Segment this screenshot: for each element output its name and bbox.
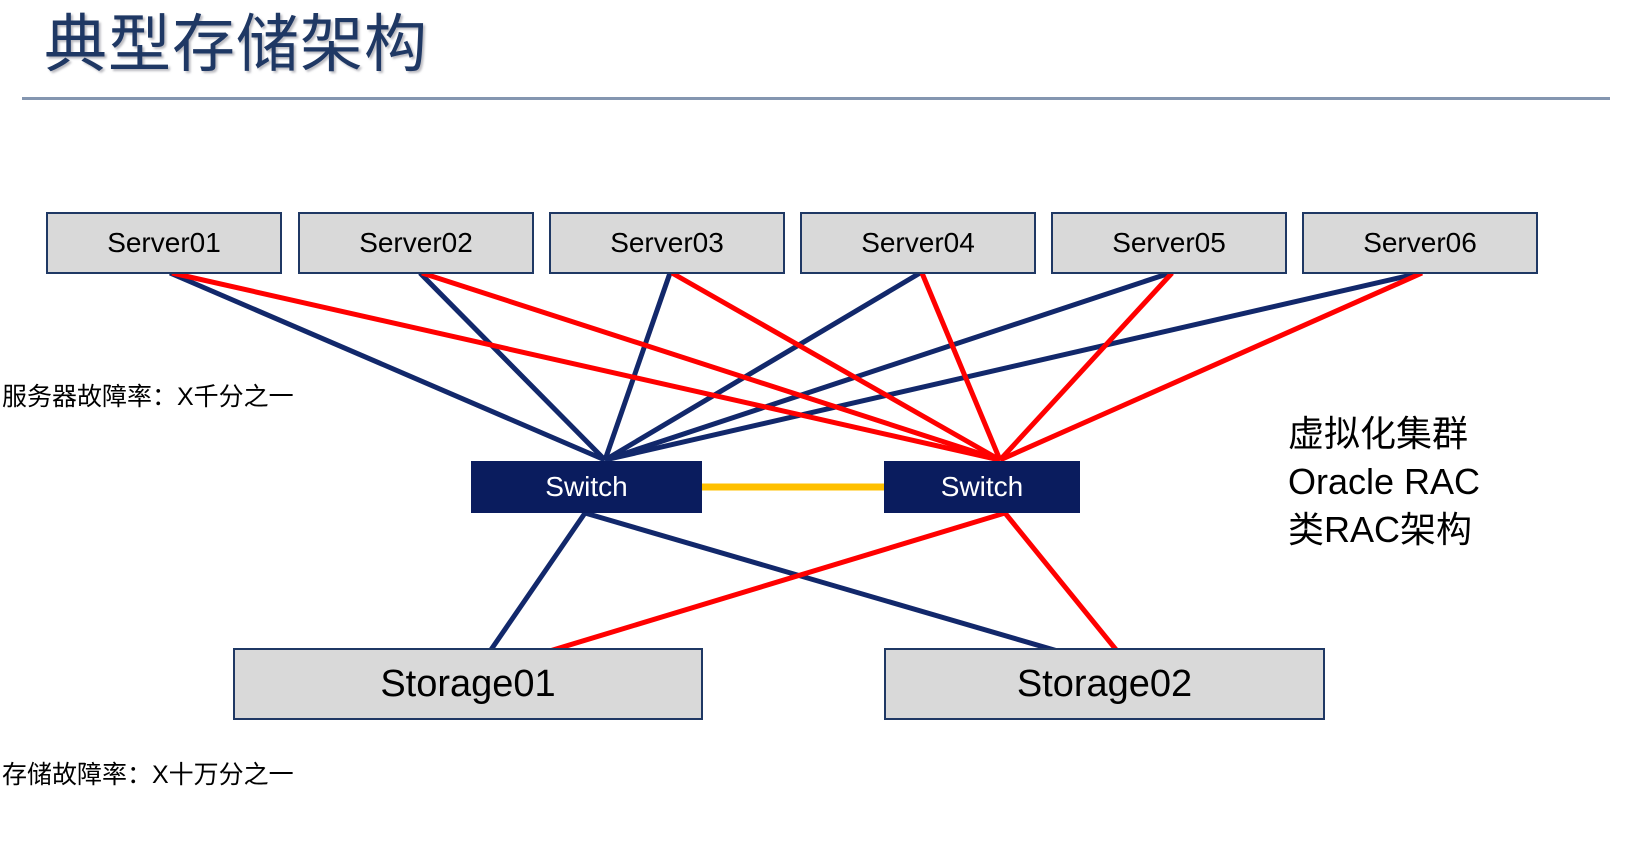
- link-server01-switch01: [169, 270, 606, 463]
- architecture-note-line3: 类RAC架构: [1288, 509, 1473, 550]
- node-storage01[interactable]: Storage01: [233, 648, 703, 720]
- link-switch01-storage02: [584, 510, 1134, 676]
- node-server01[interactable]: Server01: [46, 212, 282, 274]
- node-server06[interactable]: Server06: [1302, 212, 1538, 274]
- node-switch02[interactable]: Switch: [884, 461, 1080, 513]
- node-server03-label: Server03: [610, 227, 724, 258]
- link-switch02-storage01: [476, 510, 1006, 676]
- link-server06-switch01: [604, 270, 1421, 463]
- link-server02-switch02: [421, 270, 1001, 463]
- node-server04-label: Server04: [861, 227, 975, 258]
- link-server03-switch02: [670, 270, 1002, 463]
- node-server02[interactable]: Server02: [298, 212, 534, 274]
- node-server06-label: Server06: [1363, 227, 1477, 258]
- architecture-note-line2: Oracle RAC: [1288, 461, 1481, 502]
- architecture-note: 虚拟化集群 Oracle RAC 类RAC架构: [1288, 410, 1480, 554]
- page-title: 典型存储架构: [44, 10, 428, 80]
- link-server03-switch01: [602, 272, 673, 461]
- link-server01-switch02: [171, 270, 1001, 463]
- link-server05-switch01: [604, 270, 1171, 463]
- switch-to-storage-secondary-links: [476, 510, 1137, 676]
- node-storage02-label: Storage02: [1016, 662, 1193, 705]
- node-server01-label: Server01: [107, 227, 221, 258]
- server-to-left-switch-links: [169, 270, 1421, 463]
- link-server05-switch02: [998, 271, 1174, 462]
- server-failure-rate-note: 服务器故障率：X千分之一: [2, 383, 294, 411]
- link-server02-switch01: [418, 271, 607, 462]
- node-server04[interactable]: Server04: [800, 212, 1036, 274]
- node-server02-label: Server02: [359, 227, 473, 258]
- switch-to-storage-primary-links: [472, 510, 1134, 676]
- storage-failure-rate-note: 存储故障率：X十万分之一: [2, 761, 294, 789]
- node-switch01-label: Switch: [545, 471, 628, 502]
- title-divider: [22, 97, 1610, 100]
- node-storage01-label: Storage01: [380, 662, 556, 705]
- architecture-note-line1: 虚拟化集群: [1288, 413, 1469, 454]
- server-to-right-switch-links: [171, 270, 1424, 463]
- link-server06-switch02: [998, 270, 1424, 463]
- node-server05[interactable]: Server05: [1051, 212, 1287, 274]
- node-switch02-label: Switch: [940, 471, 1024, 502]
- link-switch01-storage01: [472, 511, 588, 675]
- node-server05-label: Server05: [1112, 227, 1226, 258]
- link-server04-switch01: [603, 270, 922, 463]
- link-server04-switch02: [919, 272, 1003, 461]
- node-storage02[interactable]: Storage02: [884, 648, 1325, 720]
- link-switch02-storage02: [1003, 511, 1137, 675]
- node-switch01[interactable]: Switch: [471, 461, 702, 513]
- node-server03[interactable]: Server03: [549, 212, 785, 274]
